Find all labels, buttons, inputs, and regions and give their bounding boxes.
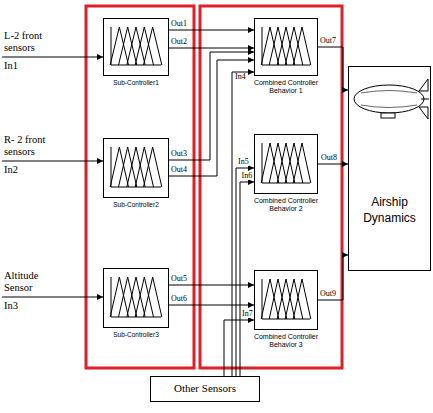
membership-triangle	[261, 143, 279, 183]
signal-label: Out9	[320, 290, 336, 298]
membership-triangle	[135, 277, 153, 317]
box-label: Combined Controller Behavior 1	[249, 79, 323, 96]
membership-triangle	[277, 27, 295, 65]
box-label: Sub-Controller3	[96, 331, 176, 339]
membership-triangle	[110, 147, 128, 187]
membership-triangle	[127, 27, 145, 65]
membership-triangle	[293, 279, 311, 319]
signal-name: In2	[4, 164, 44, 176]
controller-box: Sub-Controller1	[103, 18, 169, 76]
signal-connector	[232, 72, 254, 376]
signal-name: In1	[4, 60, 44, 72]
input-arrow	[2, 297, 103, 298]
signal-connector	[169, 285, 254, 286]
hull-line	[361, 91, 417, 94]
membership-icon	[104, 19, 168, 75]
membership-triangle	[269, 143, 287, 183]
controller-box: Sub-Controller3	[103, 268, 169, 328]
signal-connector	[169, 305, 254, 306]
signal-label: In5	[238, 158, 249, 166]
box-label: Airship Dynamics	[352, 195, 427, 226]
tail-fin	[421, 99, 429, 100]
box-label: Other Sensors	[151, 382, 259, 395]
signal-label: Out6	[171, 295, 187, 303]
membership-triangle	[285, 27, 303, 65]
signal-label: In4	[235, 73, 246, 81]
controller-box: Combined Controller Behavior 3	[254, 270, 318, 330]
membership-triangle	[285, 143, 303, 183]
airship-illustration	[349, 71, 430, 151]
hull-line	[361, 105, 417, 108]
signal-connector	[169, 48, 254, 49]
membership-triangle	[293, 27, 311, 65]
membership-icon	[255, 135, 317, 193]
membership-triangle	[144, 147, 162, 187]
membership-triangle	[144, 277, 162, 317]
signal-connector	[169, 30, 254, 31]
membership-triangle	[135, 27, 153, 65]
membership-triangle	[119, 277, 137, 317]
membership-triangle	[127, 277, 145, 317]
signal-label: Out7	[320, 37, 336, 45]
tail-fin	[419, 79, 428, 91]
membership-icon	[255, 271, 317, 329]
signal-label: In6	[242, 172, 253, 180]
sensor-label: R- 2 front sensors	[4, 134, 66, 158]
input-arrow	[2, 57, 103, 58]
controller-box: Combined Controller Behavior 1	[254, 18, 318, 76]
membership-triangle	[119, 27, 137, 65]
box-label: Combined Controller Behavior 2	[249, 197, 323, 214]
controller-box: Combined Controller Behavior 2	[254, 134, 318, 194]
signal-label: Out5	[171, 275, 187, 283]
membership-triangle	[293, 143, 311, 183]
input-arrow	[2, 161, 103, 162]
gondola	[381, 113, 395, 118]
membership-triangle	[277, 279, 295, 319]
signal-label: Out1	[171, 20, 187, 28]
membership-icon	[255, 19, 317, 75]
dynamics-box: Airship Dynamics	[348, 66, 431, 271]
box-label: Sub-Controller1	[96, 79, 176, 87]
membership-triangle	[119, 147, 137, 187]
signal-connector	[318, 255, 348, 300]
membership-triangle	[269, 279, 287, 319]
membership-triangle	[135, 147, 153, 187]
signal-label: Out3	[171, 150, 187, 158]
signal-connector	[236, 168, 254, 376]
membership-triangle	[110, 27, 128, 65]
membership-icon	[104, 269, 168, 327]
membership-triangle	[269, 27, 287, 65]
box-label: Combined Controller Behavior 3	[249, 333, 323, 350]
membership-triangle	[261, 279, 279, 319]
signal-label: Out8	[321, 154, 337, 162]
membership-triangle	[127, 147, 145, 187]
membership-triangle	[285, 279, 303, 319]
signal-connector	[169, 60, 254, 176]
membership-icon	[104, 139, 168, 197]
signal-connector	[224, 320, 254, 376]
signal-connector	[318, 47, 348, 90]
membership-triangle	[110, 277, 128, 317]
sensor-label: Altitude Sensor	[4, 270, 66, 294]
signal-label: In7	[242, 310, 253, 318]
membership-triangle	[144, 27, 162, 65]
signal-connector	[318, 164, 348, 165]
signal-connector	[169, 52, 254, 160]
signal-name: In3	[4, 300, 44, 312]
signal-label: Out2	[171, 38, 187, 46]
box-label: Sub-Controller2	[96, 201, 176, 209]
sensor-box: Other Sensors	[150, 376, 260, 402]
membership-triangle	[277, 143, 295, 183]
group-frame	[86, 6, 194, 368]
signal-connector	[240, 182, 254, 376]
sensor-label: L-2 front sensors	[4, 30, 66, 54]
signal-label: Out4	[171, 166, 187, 174]
tail-fin	[419, 107, 428, 119]
controller-box: Sub-Controller2	[103, 138, 169, 198]
membership-triangle	[261, 27, 279, 65]
airship-body	[354, 85, 424, 113]
